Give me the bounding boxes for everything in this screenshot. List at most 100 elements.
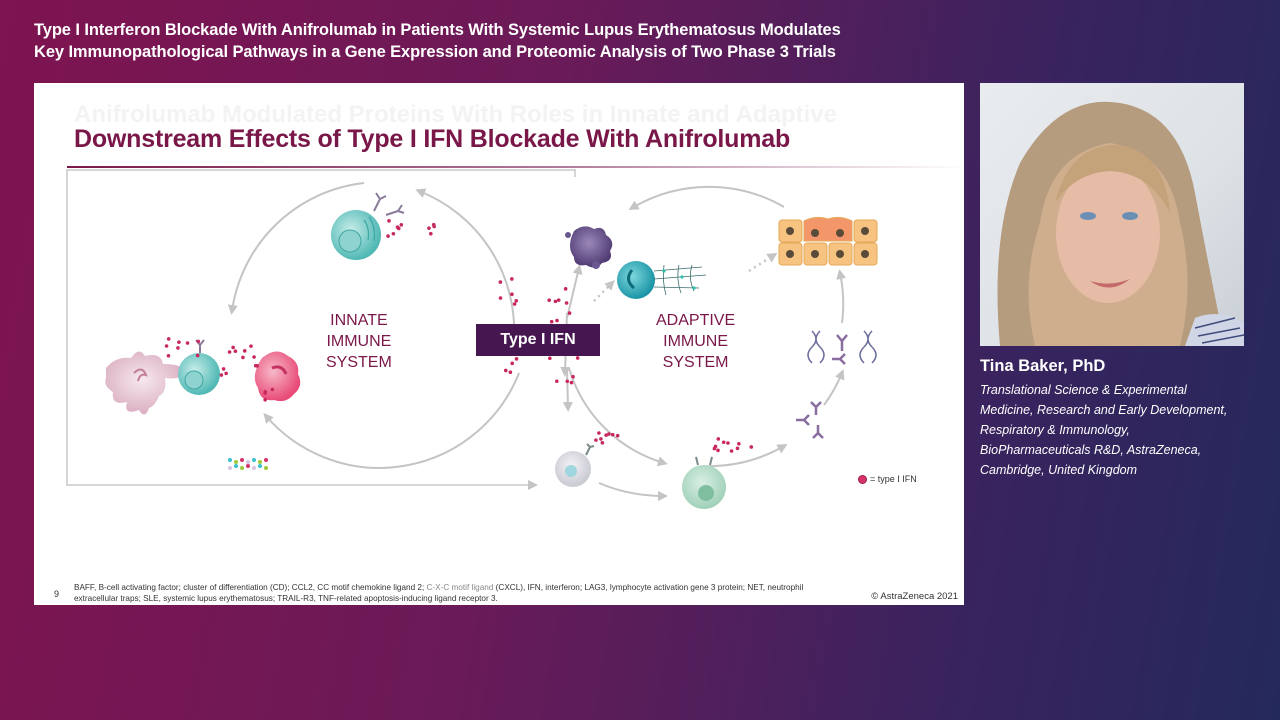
cytokine-dot (240, 466, 244, 470)
cytokine-dot (264, 458, 268, 462)
ifn-dot (735, 446, 740, 451)
ifn-dot (166, 337, 171, 341)
ifn-dot (729, 449, 734, 453)
ifn-dot (716, 448, 720, 453)
cytokine-dot (246, 464, 250, 468)
ifn-dot (721, 440, 726, 445)
ifn-dot (241, 355, 245, 360)
ifn-dot (547, 298, 552, 303)
ifn-dot (549, 319, 554, 324)
ifn-dot (242, 349, 247, 353)
ifn-dot (610, 432, 615, 437)
ifn-dot (737, 442, 741, 446)
ifn-dot (176, 346, 180, 350)
footnote: BAFF, B-cell activating factor; cluster … (74, 583, 804, 603)
neutrophil-net-icon (617, 261, 707, 299)
ifn-dot (195, 353, 200, 358)
apoptotic-cell-icon (565, 226, 613, 269)
ifn-dot (510, 361, 515, 366)
ifn-dot (569, 380, 574, 385)
ifn-dot-icon (858, 474, 867, 484)
type-i-ifn-box: Type I IFN (476, 324, 600, 356)
cytokine-dot (234, 464, 238, 468)
ifn-dot (503, 368, 508, 373)
ifn-dot (599, 437, 603, 441)
slide-title: Downstream Effects of Type I IFN Blockad… (74, 125, 791, 153)
page-number: 9 (54, 589, 60, 599)
copyright: © AstraZeneca 2021 (871, 591, 958, 602)
ifn-dot (604, 433, 608, 437)
ifn-dot (575, 356, 580, 360)
neutrophil-icon (254, 351, 301, 402)
speaker-portrait-icon (997, 101, 1244, 346)
cytokine-dot (234, 460, 238, 464)
ifn-dot (716, 437, 721, 441)
cytokine-dot (240, 458, 244, 462)
ifn-dot (556, 298, 561, 302)
innate-immune-system-label: INNATE IMMUNE SYSTEM (326, 312, 392, 371)
ifn-dot (196, 339, 201, 344)
ifn-dot (594, 438, 598, 442)
ifn-dot (553, 299, 558, 304)
ifn-dot (510, 292, 514, 297)
plasma-cell-icon (682, 456, 726, 509)
ifn-dot (270, 387, 275, 392)
b-cell-middle-icon (178, 339, 220, 395)
ifn-dot (224, 371, 228, 376)
ifn-dot (555, 379, 559, 384)
ifn-dot (548, 356, 552, 361)
cytokine-dots-icon (228, 458, 268, 470)
ifn-dot (726, 441, 730, 445)
ifn-dot (185, 341, 190, 345)
ifn-dot (253, 363, 258, 368)
ifn-dot (387, 219, 391, 223)
cytokine-dot (228, 466, 232, 470)
ifn-dot (249, 344, 253, 348)
ifn-dot (395, 225, 400, 229)
ifn-dot (508, 370, 513, 374)
legend-label: = type I IFN (870, 474, 917, 484)
b-cell-top-icon (331, 192, 405, 260)
ifn-dot (498, 296, 503, 300)
cytokine-dot (246, 460, 250, 464)
cytokine-dot (252, 466, 256, 470)
ifn-dot (263, 397, 267, 402)
speaker-photo (980, 83, 1244, 346)
cytokine-dot (258, 464, 262, 468)
ifn-dot (386, 234, 390, 238)
antibodies-icon (796, 401, 824, 439)
dendritic-cell-icon (105, 351, 187, 415)
ifn-dot (571, 374, 575, 379)
slide: Anifrolumab Modulated Proteins With Role… (34, 83, 964, 605)
ifn-dot (597, 431, 601, 435)
tissue-cells-icon (778, 216, 878, 266)
ifn-dot (427, 226, 431, 230)
ifn-dot (177, 340, 181, 344)
ifn-dot (233, 349, 238, 354)
ifn-dot (498, 280, 503, 284)
ifn-dot (166, 353, 171, 358)
immune-pathway-diagram (66, 169, 878, 509)
ifn-dot (432, 224, 436, 229)
presentation-title: Type I Interferon Blockade With Anifrolu… (34, 19, 964, 63)
ifn-dot (510, 277, 514, 281)
ifn-dot (564, 301, 569, 305)
ifn-dot (713, 444, 718, 449)
ifn-dot (252, 355, 256, 359)
ifn-dot (600, 440, 605, 445)
presentation-title-line-2: Key Immunopathological Pathways in a Gen… (34, 43, 836, 61)
title-divider (67, 166, 964, 168)
dotted-arrows (593, 252, 778, 302)
ifn-dot (399, 223, 404, 227)
speaker-affiliation: Translational Science & Experimental Med… (980, 383, 1228, 477)
ifn-dot (263, 389, 268, 394)
ifn-dot (227, 350, 232, 354)
ifn-dot (563, 287, 568, 291)
dna-antibody-icon (807, 330, 877, 365)
innate-cycle-arrows (227, 182, 520, 469)
legend: = type I IFN (858, 474, 917, 484)
ifn-dot (221, 367, 226, 371)
t-cell-icon (555, 443, 595, 487)
frame-lines (66, 169, 576, 490)
cytokine-dot (258, 460, 262, 464)
